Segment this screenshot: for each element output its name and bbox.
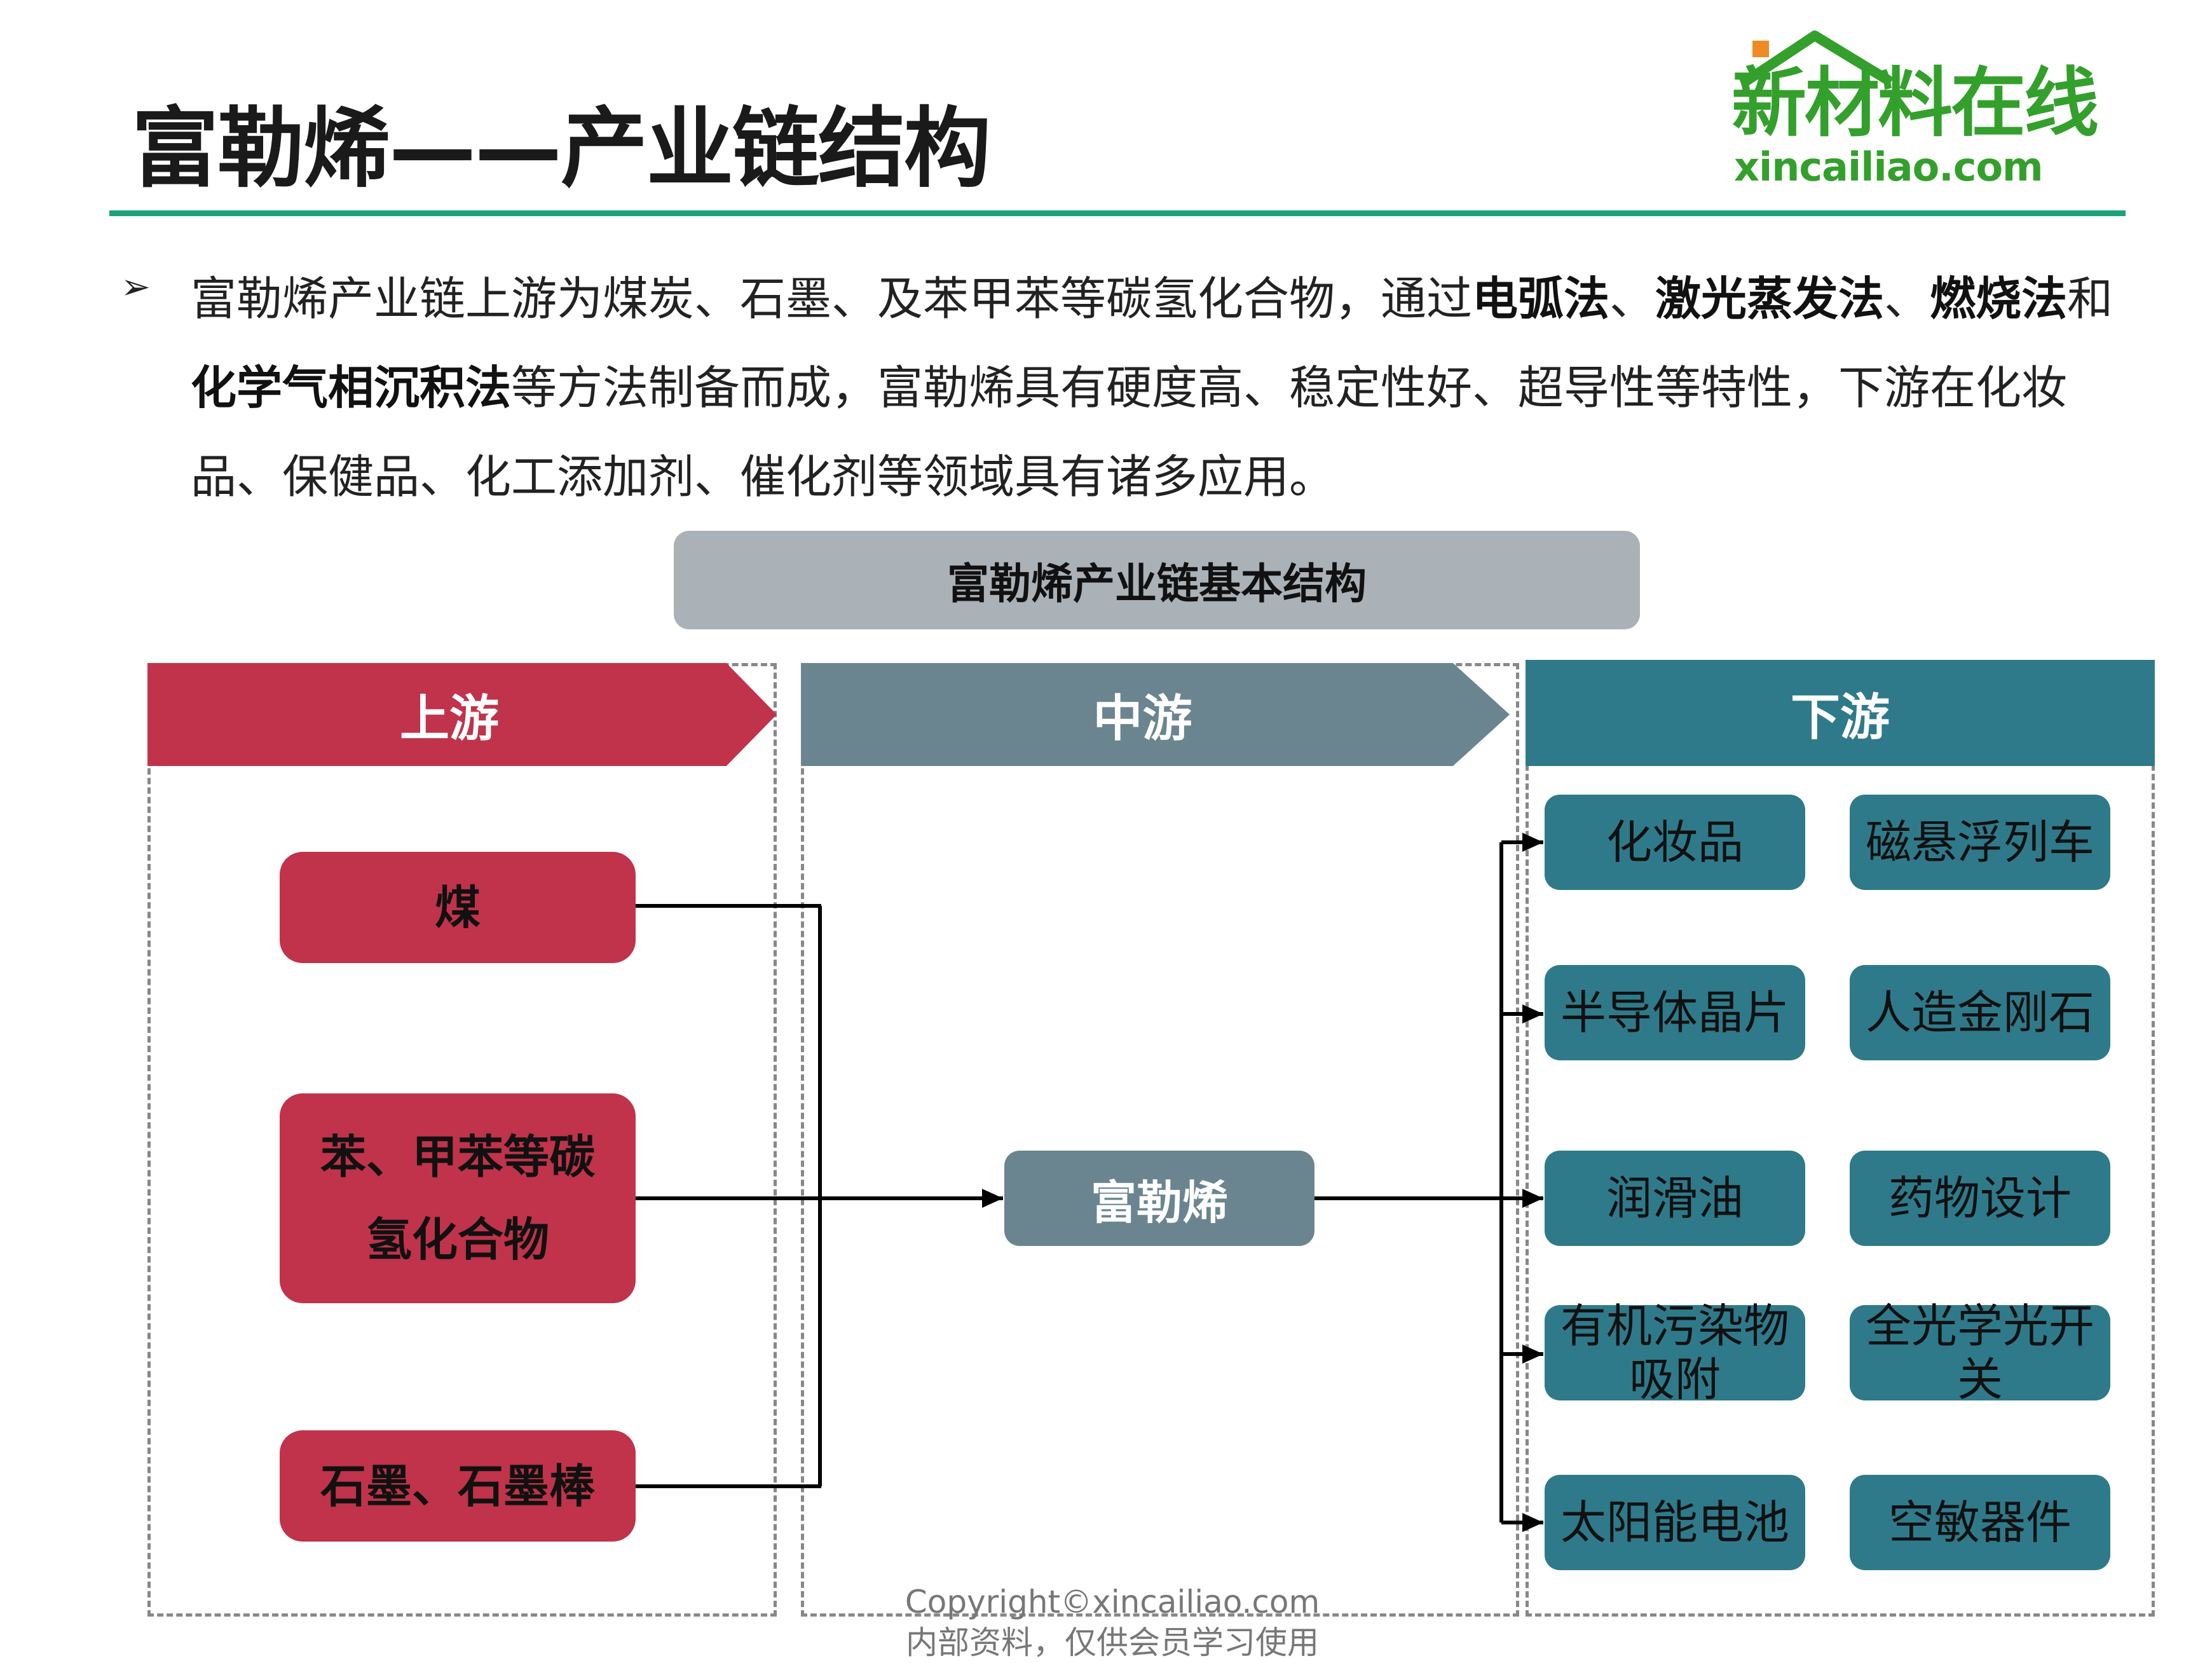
- downstream-item: 人造金刚石: [1850, 965, 2110, 1060]
- intro-text-7: 化学气相沉积法: [191, 361, 512, 414]
- downstream-item: 太阳能电池: [1545, 1475, 1805, 1570]
- page-title: 富勒烯——产业链结构: [132, 99, 991, 200]
- downstream-header: 下游: [1526, 660, 2155, 766]
- downstream-item: 空敏器件: [1850, 1475, 2110, 1570]
- logo-chinese: 新材料在线: [1731, 59, 2099, 147]
- footer: Copyright©xincailiao.com 内部资料，仅供会员学习使用: [890, 1582, 1335, 1663]
- downstream-item: 磁悬浮列车: [1850, 795, 2110, 890]
- intro-text-3: 激光蒸发法: [1655, 272, 1885, 325]
- footer-note: 内部资料，仅供会员学习使用: [906, 1624, 1319, 1661]
- intro-paragraph: 富勒烯产业链上游为煤炭、石墨、及苯甲苯等碳氢化合物，通过电弧法、激光蒸发法、燃烧…: [191, 254, 2136, 521]
- intro-text-1: 电弧法: [1472, 272, 1610, 325]
- downstream-item: 有机污染物吸附: [1545, 1299, 1805, 1406]
- intro-text-8: 等方法制备而成，富勒烯具有硬度高、稳定性好、超导性等特性，下游在化妆品、保健品、…: [191, 361, 2068, 503]
- downstream-item: 半导体晶片: [1545, 965, 1805, 1060]
- upstream-item-graphite: 石墨、石墨棒: [280, 1430, 636, 1542]
- diagram-title: 富勒烯产业链基本结构: [674, 531, 1640, 629]
- downstream-item: 药物设计: [1850, 1151, 2110, 1246]
- logo-english: xincailiao.com: [1734, 144, 2044, 190]
- downstream-item: 全光学光开关: [1850, 1299, 2110, 1406]
- upstream-header: 上游: [147, 663, 777, 766]
- intro-text-4: 、: [1884, 272, 1930, 325]
- title-divider: [109, 210, 2126, 216]
- house-roof-icon: [1742, 31, 1894, 85]
- upstream-item-hydrocarbon: 苯、甲苯等碳氢化合物: [280, 1093, 636, 1303]
- intro-text-6: 和: [2067, 272, 2113, 325]
- midstream-item-fullerene: 富勒烯: [1004, 1151, 1314, 1246]
- midstream-header: 中游: [801, 663, 1510, 766]
- intro-text-0: 富勒烯产业链上游为煤炭、石墨、及苯甲苯等碳氢化合物，通过: [191, 272, 1473, 325]
- intro-text-5: 燃烧法: [1930, 272, 2068, 325]
- intro-text-2: 、: [1609, 272, 1656, 325]
- footer-copyright: Copyright©xincailiao.com: [905, 1584, 1320, 1620]
- downstream-item: 润滑油: [1545, 1151, 1805, 1246]
- downstream-item: 化妆品: [1545, 795, 1805, 890]
- bullet-icon: ➢: [121, 266, 151, 308]
- upstream-item-coal: 煤: [280, 852, 636, 963]
